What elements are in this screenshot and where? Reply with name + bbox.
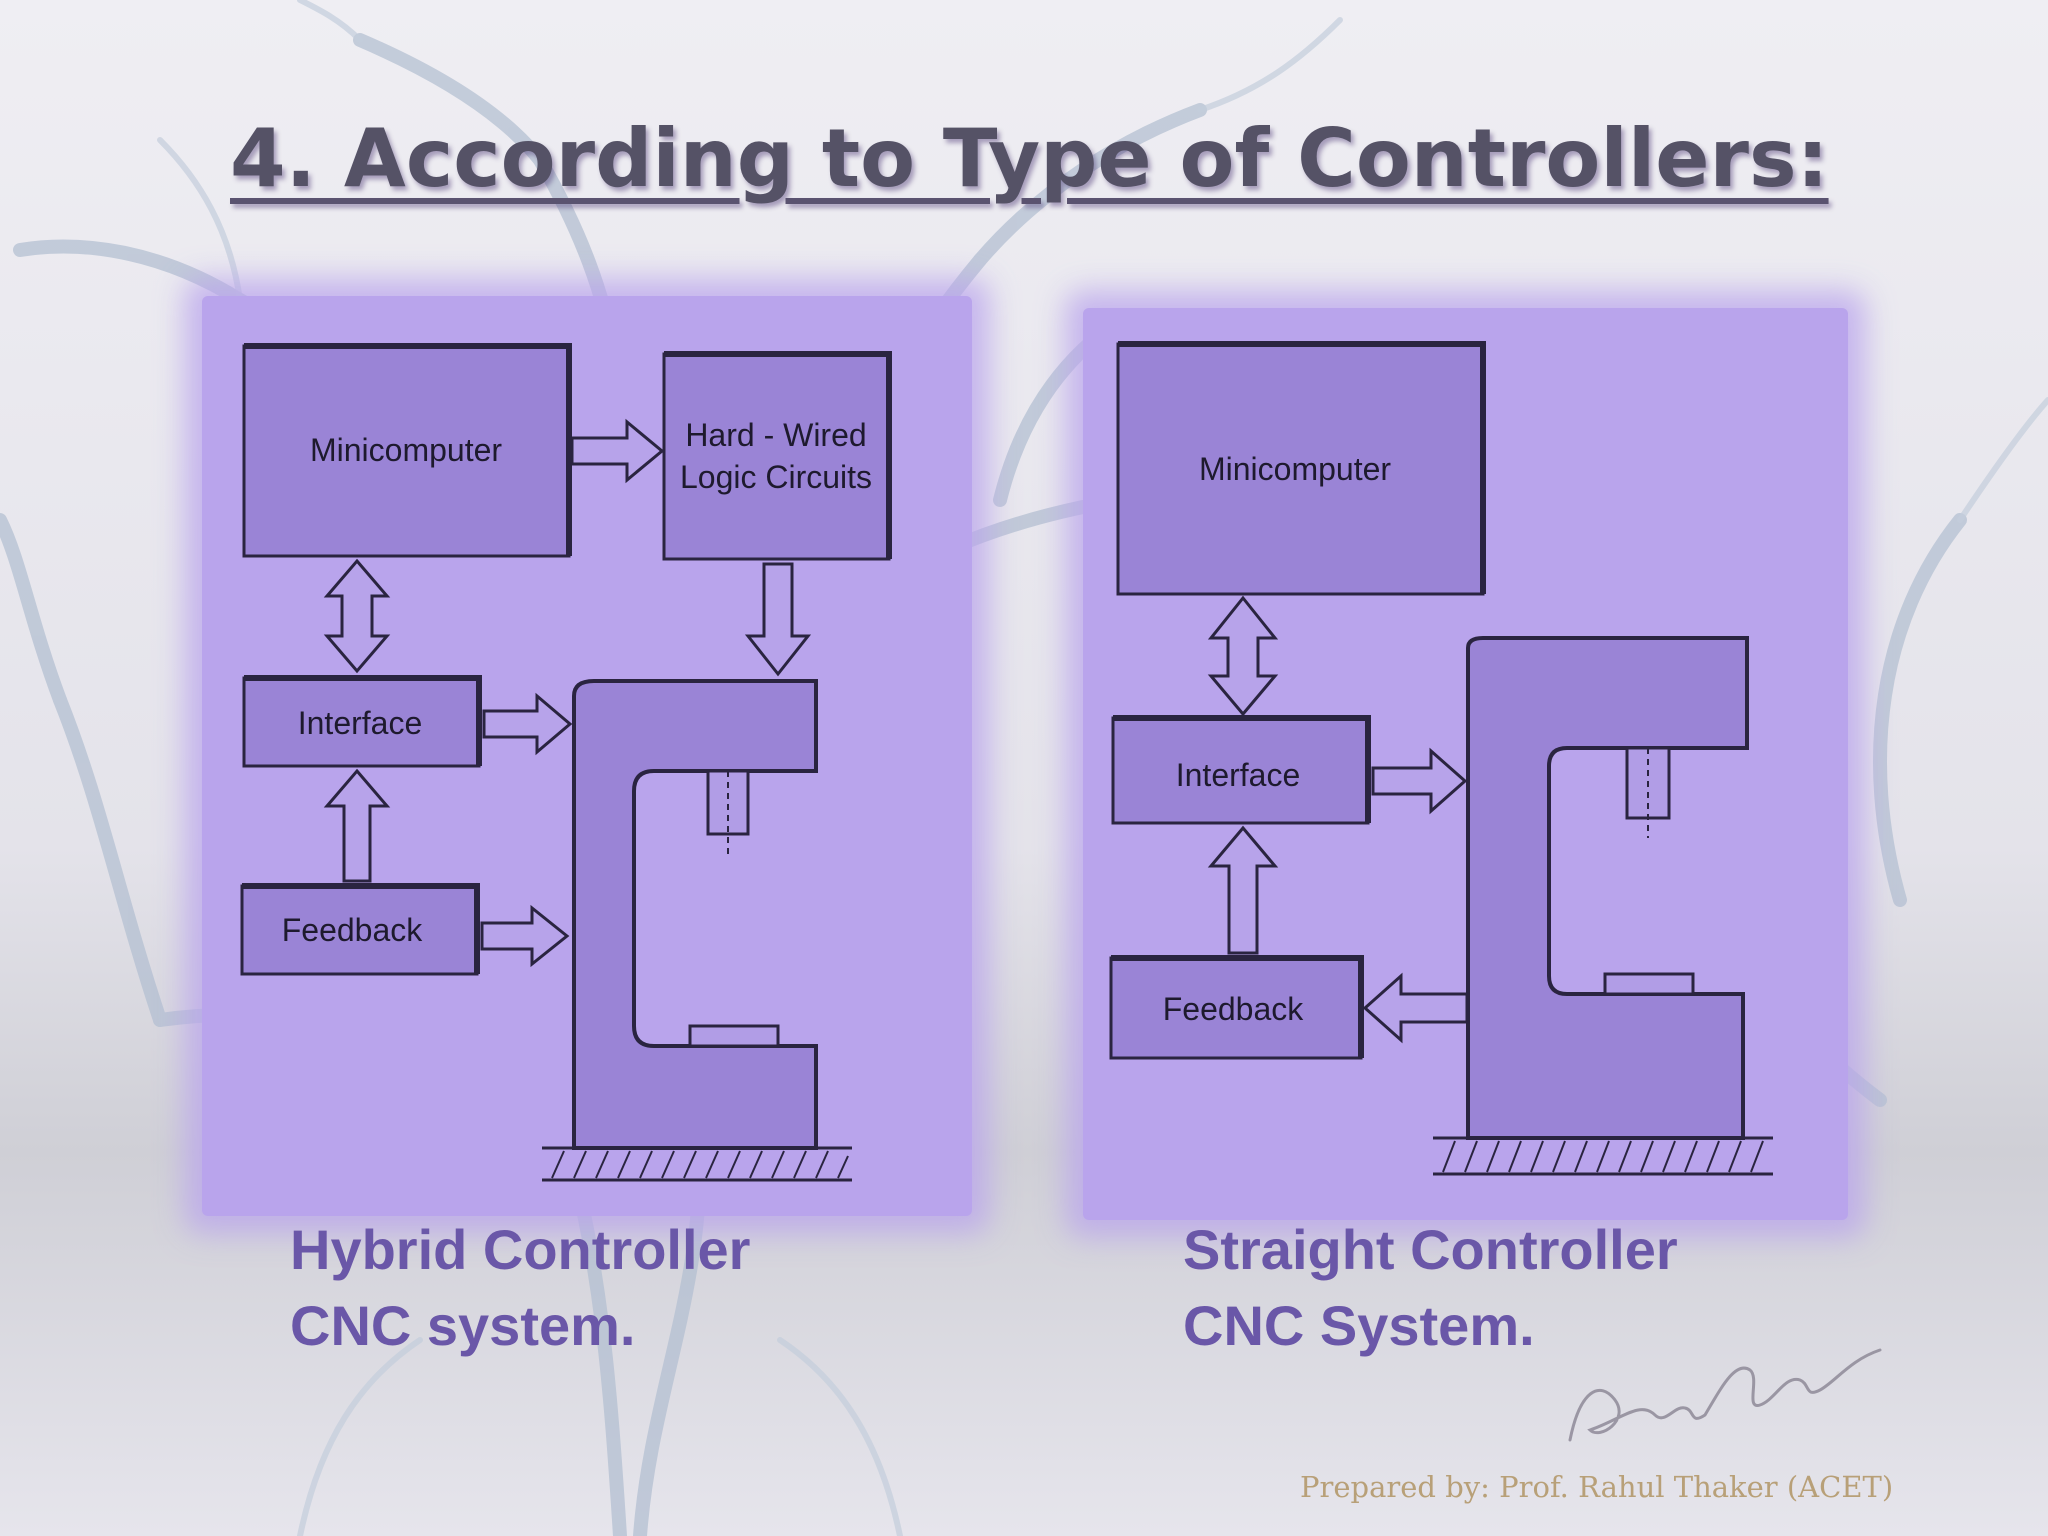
hybrid-minicomputer-label: Minicomputer bbox=[310, 432, 502, 468]
hybrid-hardwired-label-line1: Hard - Wired bbox=[685, 417, 866, 453]
hybrid-diagram: Minicomputer Hard - Wired Logic Circuits… bbox=[240, 343, 892, 1182]
hybrid-hardwired-label-line2: Logic Circuits bbox=[680, 459, 872, 495]
hybrid-caption-line1: Hybrid Controller bbox=[290, 1218, 751, 1281]
hybrid-hardwired-box: Hard - Wired Logic Circuits bbox=[662, 351, 892, 561]
straight-diagram-panel: Minicomputer Interface Feedback bbox=[1083, 308, 1848, 1220]
straight-arrow-mini-interface bbox=[1207, 595, 1279, 717]
hybrid-diagram-panel: Minicomputer Hard - Wired Logic Circuits… bbox=[202, 296, 972, 1216]
hybrid-arrow-mini-interface bbox=[323, 558, 391, 674]
hybrid-caption: Hybrid Controller CNC system. bbox=[290, 1212, 750, 1364]
straight-arrow-machine-to-feedback bbox=[1362, 972, 1469, 1044]
straight-minicomputer-label: Minicomputer bbox=[1199, 451, 1391, 487]
straight-arrow-feedback-to-interface bbox=[1207, 825, 1279, 955]
straight-diagram: Minicomputer Interface Feedback bbox=[1109, 341, 1773, 1176]
straight-interface-label: Interface bbox=[1176, 757, 1301, 793]
slide-title: 4. According to Type of Controllers: bbox=[230, 112, 1829, 205]
hybrid-arrow-interface-to-machine bbox=[482, 692, 573, 756]
hybrid-arrow-machine-to-feedback bbox=[480, 904, 570, 968]
hybrid-arrow-feedback-to-interface bbox=[323, 768, 391, 883]
straight-feedback-label: Feedback bbox=[1163, 991, 1305, 1027]
hybrid-caption-line2: CNC system. bbox=[290, 1294, 636, 1357]
signature-scribble bbox=[1568, 1348, 1882, 1442]
straight-caption-line2: CNC System. bbox=[1183, 1294, 1535, 1357]
straight-caption: Straight Controller CNC System. bbox=[1183, 1212, 1678, 1364]
hybrid-arrow-hardwired-to-machine bbox=[744, 562, 812, 677]
straight-arrow-interface-to-machine bbox=[1371, 747, 1468, 815]
hybrid-machine-tool bbox=[542, 679, 852, 1182]
hybrid-feedback-label: Feedback bbox=[282, 912, 424, 948]
straight-caption-line1: Straight Controller bbox=[1183, 1218, 1678, 1281]
straight-feedback-box: Feedback bbox=[1109, 955, 1364, 1060]
straight-interface-box: Interface bbox=[1111, 715, 1371, 825]
hybrid-minicomputer-box: Minicomputer bbox=[242, 343, 572, 558]
straight-minicomputer-box: Minicomputer bbox=[1116, 341, 1486, 596]
hybrid-arrow-mini-to-hardwired bbox=[570, 418, 665, 484]
hybrid-interface-box: Interface bbox=[242, 675, 482, 768]
footer-credit: Prepared by: Prof. Rahul Thaker (ACET) bbox=[1300, 1470, 1894, 1504]
hybrid-interface-label: Interface bbox=[298, 705, 423, 741]
hybrid-feedback-box: Feedback bbox=[240, 883, 480, 976]
straight-machine-tool bbox=[1433, 636, 1773, 1176]
